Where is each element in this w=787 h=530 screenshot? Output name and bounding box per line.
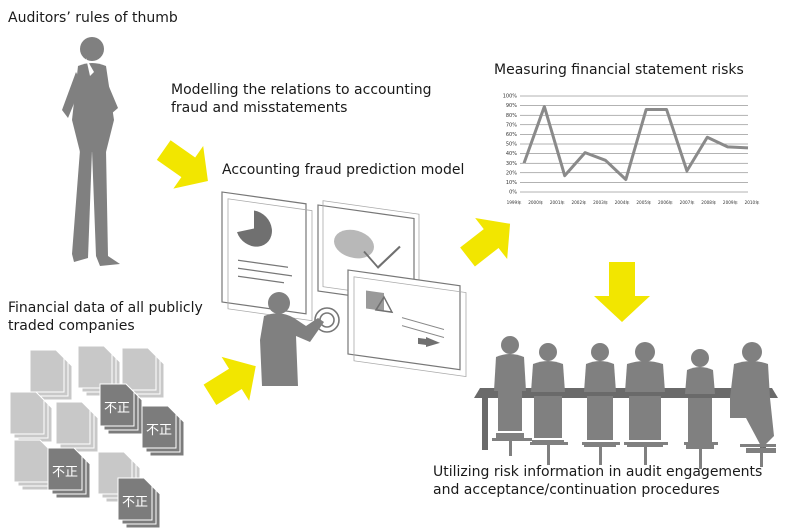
label-auditors-rules: Auditors’ rules of thumb (8, 10, 178, 26)
chart-x-tick-label: 2005年 (636, 199, 651, 206)
chart-x-tick-label: 2002年 (571, 199, 586, 206)
document-stamp: 不正 (122, 495, 148, 510)
document-stack (9, 391, 53, 443)
label-utilizing-line1: Utilizing risk information in audit enga… (433, 464, 763, 480)
document-stamp: 不正 (52, 465, 78, 480)
chart-x-tick-label: 2006年 (658, 199, 673, 206)
label-measuring-risks: Measuring financial statement risks (494, 62, 744, 78)
chart-x-tick-label: 2008年 (701, 199, 716, 206)
standing-auditor-figure (62, 37, 120, 266)
arrow-to-model (156, 140, 208, 189)
document-stack: 不正 (47, 447, 91, 499)
risk-line-chart: 0% 10% 20% 30% 40% 50% 60% 70% 80% 90% 100% 1999年 2… (503, 94, 760, 206)
document-stack: 不正 (117, 477, 161, 529)
label-financial-data-line2: traded companies (8, 318, 135, 334)
document-stack (55, 401, 99, 453)
chart-y-tick-label: 80% (506, 113, 517, 119)
document-stack: 不正 (141, 405, 185, 457)
chart-x-tick-label: 2004年 (615, 199, 630, 206)
chart-y-tick-label: 40% (506, 151, 517, 157)
chart-y-tick-label: 60% (506, 132, 517, 138)
arrow-down-to-meeting (594, 262, 650, 322)
arrow-from-data (203, 356, 256, 405)
chart-y-tick-label: 70% (506, 122, 517, 128)
chart-y-tick-label: 0% (509, 190, 517, 196)
document-stack (29, 349, 73, 401)
chart-y-tick-label: 10% (506, 180, 517, 186)
chart-x-tick-label: 1999年 (507, 199, 522, 206)
chart-x-tick-label: 2009年 (723, 199, 738, 206)
chart-x-tick-label: 2007年 (680, 199, 695, 206)
chart-y-tick-label: 50% (506, 142, 517, 148)
document-stamp: 不正 (146, 423, 172, 438)
label-modelling-line1: Modelling the relations to accounting (171, 82, 432, 98)
document-stack: 不正 (99, 383, 143, 435)
chart-series-line (522, 105, 749, 182)
chart-y-tick-label: 90% (506, 103, 517, 109)
document-stamp: 不正 (104, 401, 130, 416)
prediction-model-panels (221, 191, 467, 386)
label-utilizing-line2: and acceptance/continuation procedures (433, 482, 720, 498)
label-prediction-model: Accounting fraud prediction model (222, 162, 465, 178)
chart-x-tick-label: 2003年 (593, 199, 608, 206)
label-modelling-line2: fraud and misstatements (171, 100, 348, 116)
label-financial-data-line1: Financial data of all publicly (8, 300, 203, 316)
meeting-scene (474, 336, 778, 469)
chart-y-tick-label: 100% (503, 94, 518, 100)
chart-x-tick-label: 2001年 (550, 199, 565, 206)
arrow-to-chart (460, 218, 511, 267)
chart-y-tick-label: 30% (506, 161, 517, 167)
chart-x-tick-label: 2000年 (528, 199, 543, 206)
chart-y-tick-label: 20% (506, 170, 517, 176)
document-stack (121, 347, 165, 399)
chart-x-tick-label: 2010年 (745, 199, 760, 206)
